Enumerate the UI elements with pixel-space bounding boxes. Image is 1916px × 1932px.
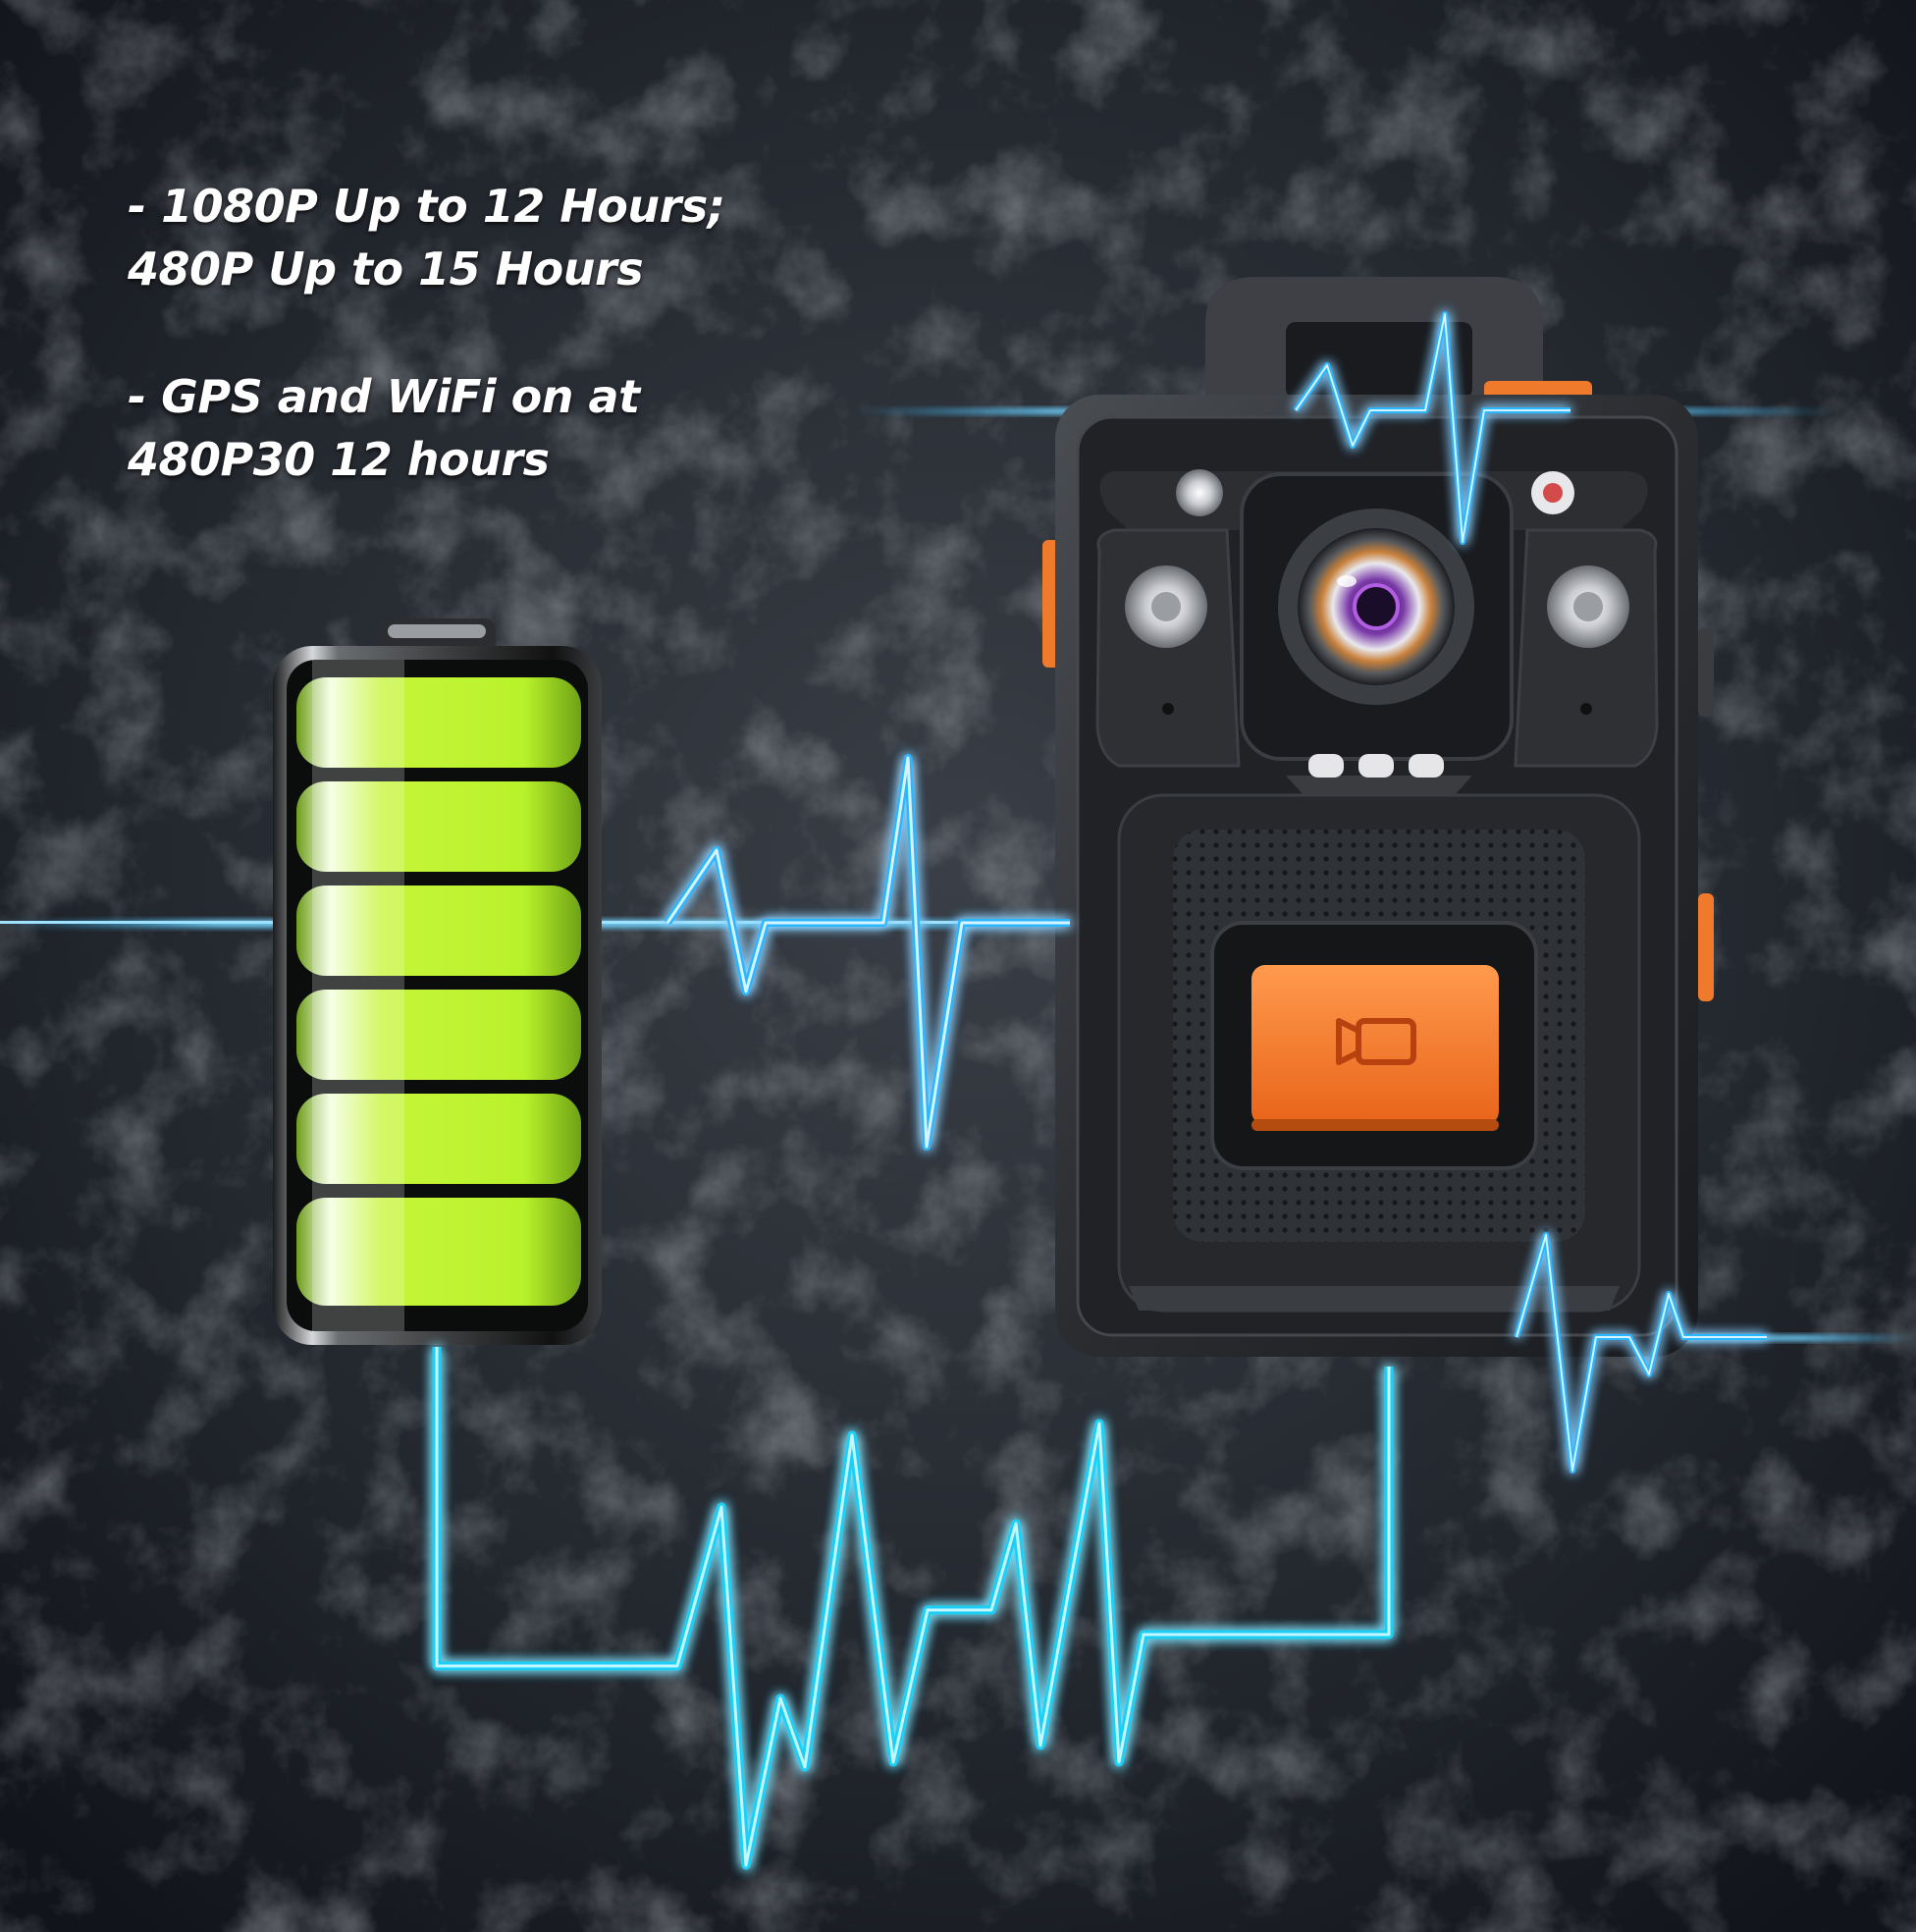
body-camera <box>1042 277 1714 1357</box>
pulse-waveform-right <box>1514 1232 1767 1474</box>
feature-text-gps-wifi: - GPS and WiFi on at 480P30 12 hours <box>128 365 640 491</box>
pulse-waveform-top <box>1293 311 1570 545</box>
feature-line: 480P Up to 15 Hours <box>128 242 644 295</box>
camera-lens-icon <box>1240 472 1514 761</box>
power-connection-waveform <box>432 1347 1394 1870</box>
video-camera-icon <box>1336 1018 1416 1065</box>
ir-led-icon <box>1125 469 1629 715</box>
pulse-waveform-center <box>664 754 1070 1151</box>
feature-line: - GPS and WiFi on at <box>128 370 640 423</box>
feature-line: 480P30 12 hours <box>128 433 550 486</box>
feature-line: - 1080P Up to 12 Hours; <box>128 180 725 233</box>
battery-charge-cells <box>296 677 581 1306</box>
feature-text-recording-time: - 1080P Up to 12 Hours; 480P Up to 15 Ho… <box>128 175 725 300</box>
battery-icon <box>273 618 602 1345</box>
